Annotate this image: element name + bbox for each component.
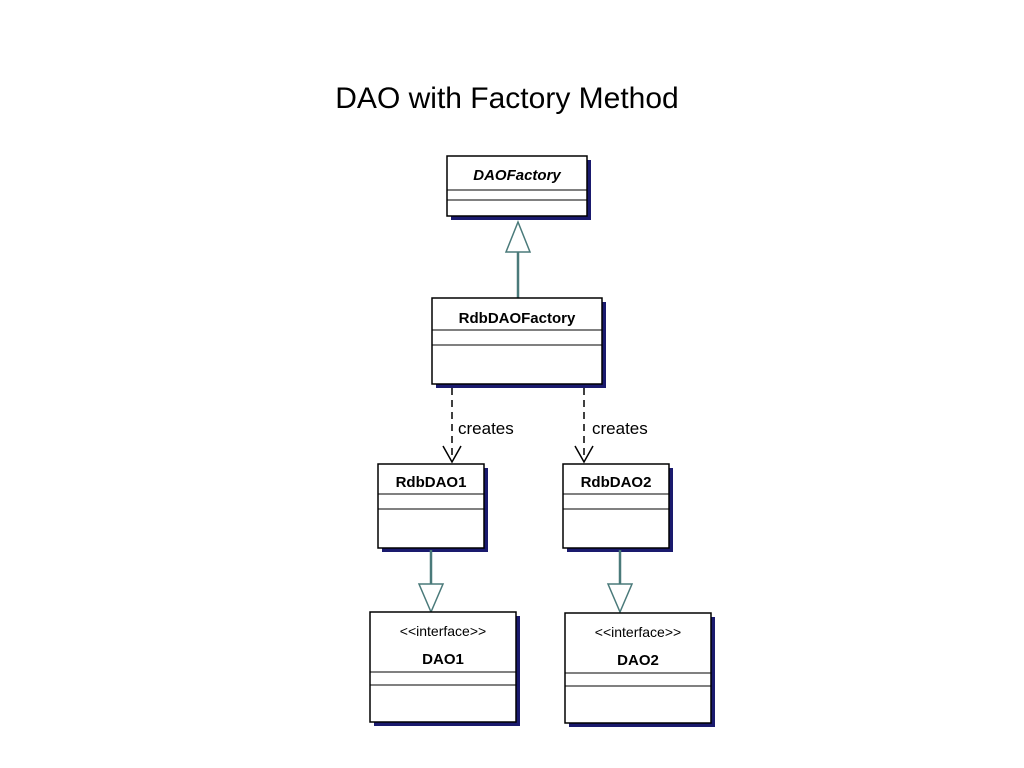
class-box-rdbdaofactory: RdbDAOFactory bbox=[431, 297, 606, 388]
stereotype-dao2: <<interface>> bbox=[595, 624, 681, 640]
class-box-rdbdao2: RdbDAO2 bbox=[562, 463, 673, 552]
class-name-dao2: DAO2 bbox=[617, 652, 659, 669]
class-box-dao1: <<interface>> DAO1 bbox=[369, 611, 520, 726]
class-box-daofactory: DAOFactory bbox=[446, 155, 591, 220]
class-name-rdbdao2: RdbDAO2 bbox=[581, 474, 652, 491]
page-title: DAO with Factory Method bbox=[335, 82, 679, 115]
class-name-rdbdaofactory: RdbDAOFactory bbox=[459, 310, 576, 327]
realization-arrow-dao2 bbox=[606, 550, 634, 614]
class-name-dao1: DAO1 bbox=[422, 651, 464, 668]
dependency-label-creates-right: creates bbox=[592, 419, 648, 438]
class-name-rdbdao1: RdbDAO1 bbox=[396, 474, 467, 491]
stereotype-dao1: <<interface>> bbox=[400, 623, 486, 639]
class-box-dao2: <<interface>> DAO2 bbox=[564, 612, 715, 727]
class-box-rdbdao1: RdbDAO1 bbox=[377, 463, 488, 552]
dependency-arrow-creates-left: creates bbox=[442, 388, 514, 464]
generalization-arrow-factory bbox=[504, 219, 532, 298]
realization-arrow-dao1 bbox=[417, 550, 445, 614]
class-name-daofactory: DAOFactory bbox=[473, 167, 561, 184]
dependency-label-creates-left: creates bbox=[458, 419, 514, 438]
dependency-arrow-creates-right: creates bbox=[574, 388, 648, 464]
